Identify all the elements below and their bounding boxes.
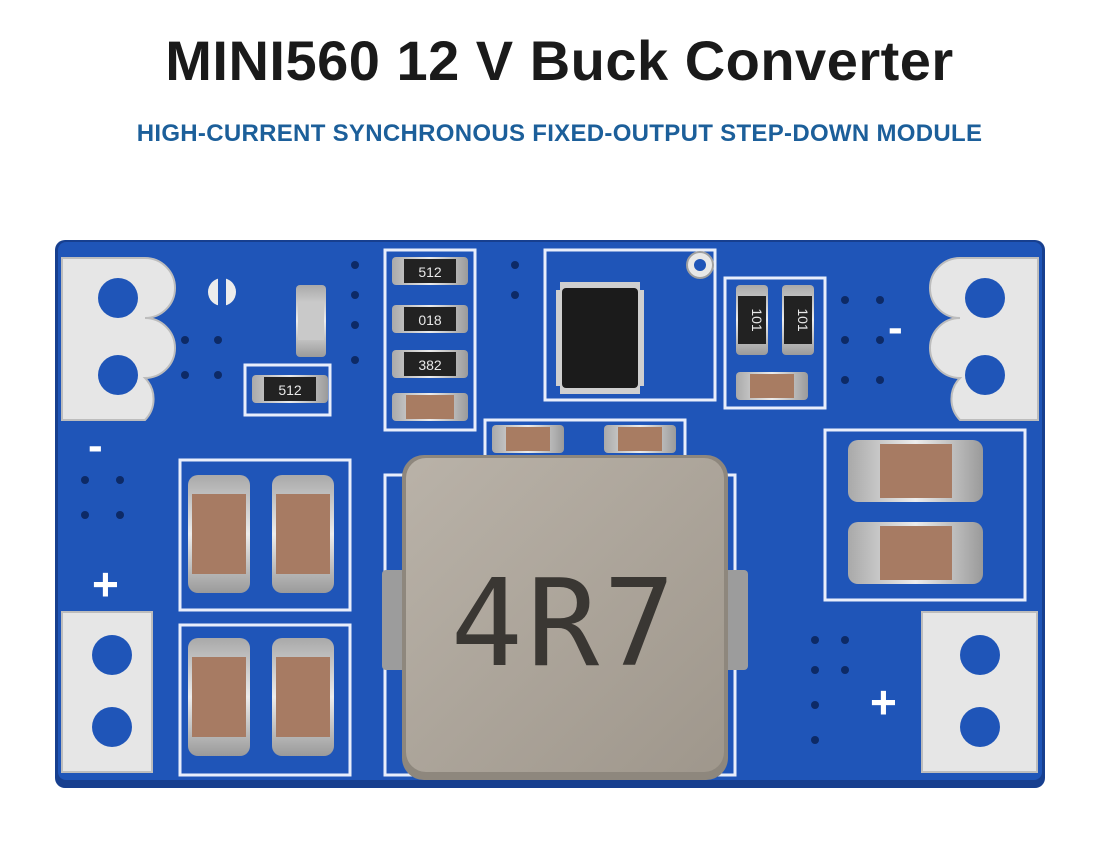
inductor: 4R7 [382, 455, 748, 780]
ic-chip [556, 282, 644, 394]
jumper-pad [208, 276, 236, 308]
resistor-r3: 382 [392, 350, 468, 378]
mark-minus-right: - [888, 303, 903, 352]
svg-text:512: 512 [278, 382, 302, 398]
svg-text:101: 101 [795, 308, 811, 332]
resistor-r4: 512 [252, 375, 328, 403]
svg-text:018: 018 [418, 312, 442, 328]
page-title: MINI560 12 V Buck Converter [165, 29, 954, 92]
via-holes [81, 261, 884, 744]
silkscreen-outlines [178, 248, 1027, 777]
svg-text:101: 101 [749, 308, 765, 332]
output-capacitors [848, 440, 983, 584]
svg-text:512: 512 [418, 264, 442, 280]
terminal-pad-output-positive [921, 611, 1038, 773]
mark-minus-left: - [88, 421, 103, 470]
polarity-marks: - + - + [88, 303, 903, 728]
page-subtitle: HIGH-CURRENT SYNCHRONOUS FIXED-OUTPUT ST… [136, 120, 983, 147]
svg-text:382: 382 [418, 357, 442, 373]
terminal-pad-output-negative [929, 257, 1039, 421]
resistor-r5: 101 [736, 285, 768, 355]
resistor-r2: 018 [392, 305, 468, 333]
resistor-r6: 101 [782, 285, 814, 355]
mark-plus-right: + [870, 676, 897, 728]
small-capacitors [392, 372, 808, 453]
resistor-r1: 512 [392, 257, 468, 285]
inductor-marking: 4R7 [451, 555, 680, 694]
terminal-pad-input-positive [61, 611, 153, 773]
small-diode [296, 285, 326, 357]
input-capacitors [188, 475, 334, 756]
mark-plus-left: + [92, 558, 119, 610]
terminal-pad-input-negative [61, 257, 176, 421]
